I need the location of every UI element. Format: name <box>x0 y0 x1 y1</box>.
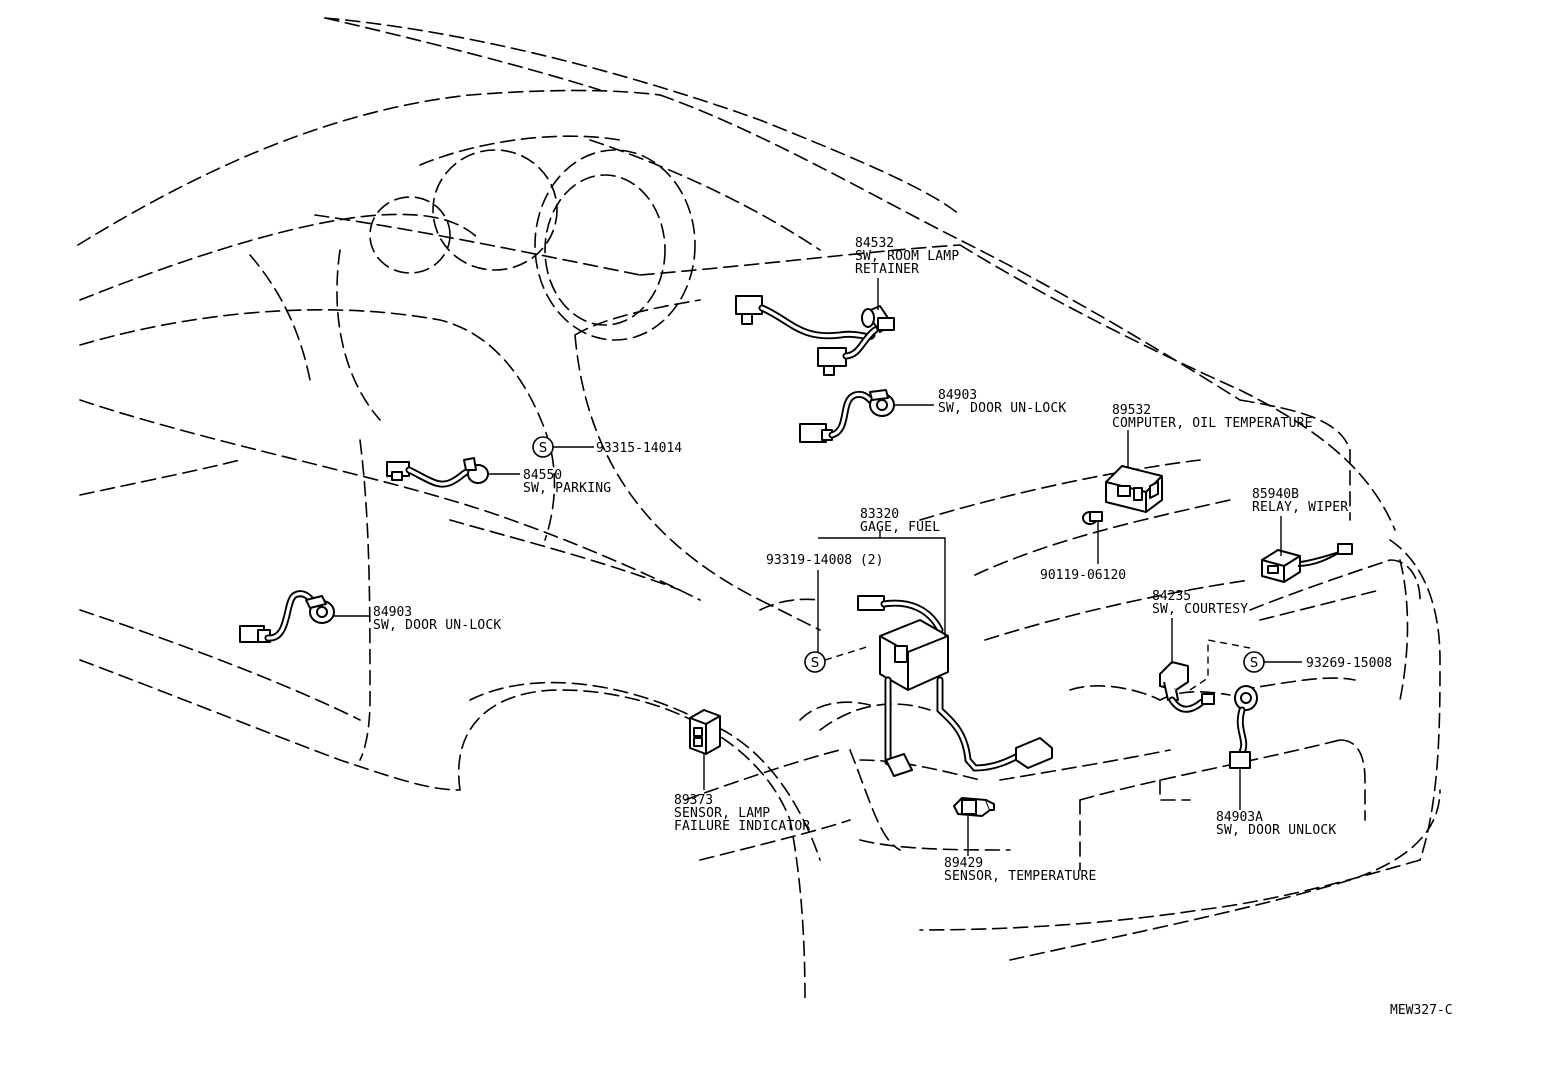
diagram-code: MEW327-C <box>1390 1003 1453 1018</box>
svg-text:SW, ROOM LAMP: SW, ROOM LAMP <box>855 249 959 264</box>
oil-temp-computer-part <box>1105 465 1163 513</box>
svg-text:SENSOR, TEMPERATURE: SENSOR, TEMPERATURE <box>944 869 1097 884</box>
svg-text:83320: 83320 <box>860 507 899 522</box>
courtesy-switch-part <box>1159 661 1215 713</box>
svg-text:GAGE, FUEL: GAGE, FUEL <box>860 520 940 535</box>
s-mark-93319: S <box>804 651 826 673</box>
label-89373: 89373 SENSOR, LAMP FAILURE INDICATOR <box>674 793 810 834</box>
label-89429: 89429 SENSOR, TEMPERATURE <box>944 856 1097 884</box>
wiper-relay-part <box>1261 543 1353 583</box>
label-84903-upper: 84903 SW, DOOR UN-LOCK <box>938 388 1066 416</box>
temperature-sensor-part <box>953 797 995 817</box>
label-85940b: 85940B RELAY, WIPER <box>1252 487 1348 515</box>
svg-text:85940B: 85940B <box>1252 487 1299 502</box>
svg-text:93319-14008 (2): 93319-14008 (2) <box>766 553 883 568</box>
car-body-outline <box>77 17 1441 1001</box>
label-90119-06120: 90119-06120 <box>1040 568 1126 583</box>
svg-text:S: S <box>1250 656 1258 671</box>
label-84235: 84235 SW, COURTESY <box>1152 589 1248 617</box>
svg-text:84903A: 84903A <box>1216 810 1263 825</box>
door-unlock-switch-upper-part <box>799 389 895 443</box>
svg-text:89373: 89373 <box>674 793 713 808</box>
label-83320: 83320 GAGE, FUEL <box>860 507 940 535</box>
svg-text:SW, COURTESY: SW, COURTESY <box>1152 602 1248 617</box>
label-84532: 84532 SW, ROOM LAMP RETAINER <box>855 236 959 277</box>
svg-text:84903: 84903 <box>938 388 977 403</box>
label-93315-14014: 93315-14014 <box>596 441 682 456</box>
label-84903-left: 84903 SW, DOOR UN-LOCK <box>373 605 501 633</box>
label-93319-14008: 93319-14008 (2) <box>766 553 883 568</box>
svg-text:SW, DOOR UN-LOCK: SW, DOOR UN-LOCK <box>938 401 1066 416</box>
svg-text:93269-15008: 93269-15008 <box>1306 656 1392 671</box>
leader-lines <box>334 278 1302 856</box>
svg-text:FAILURE INDICATOR: FAILURE INDICATOR <box>674 819 810 834</box>
bolt-part <box>1082 511 1103 525</box>
svg-text:89429: 89429 <box>944 856 983 871</box>
svg-text:COMPUTER, OIL TEMPERATURE: COMPUTER, OIL TEMPERATURE <box>1112 416 1313 431</box>
room-lamp-switch-part <box>735 295 895 376</box>
fuel-gage-part <box>857 595 1053 777</box>
svg-text:RETAINER: RETAINER <box>855 262 919 277</box>
door-unlock-switch-rear-part <box>1229 685 1258 769</box>
lamp-failure-sensor-part <box>689 709 721 755</box>
svg-text:84903: 84903 <box>373 605 412 620</box>
svg-text:84235: 84235 <box>1152 589 1191 604</box>
svg-text:S: S <box>811 656 819 671</box>
label-84550: 84550 SW, PARKING <box>523 468 611 496</box>
s-mark-93315: S <box>532 436 554 458</box>
svg-text:93315-14014: 93315-14014 <box>596 441 682 456</box>
label-93269-15008: 93269-15008 <box>1306 656 1392 671</box>
parking-switch-part <box>386 457 489 488</box>
svg-text:SENSOR, LAMP: SENSOR, LAMP <box>674 806 770 821</box>
s-mark-93269: S <box>1243 651 1265 673</box>
svg-text:90119-06120: 90119-06120 <box>1040 568 1126 583</box>
svg-text:SW, DOOR UNLOCK: SW, DOOR UNLOCK <box>1216 823 1336 838</box>
svg-text:84532: 84532 <box>855 236 894 251</box>
svg-text:89532: 89532 <box>1112 403 1151 418</box>
label-89532: 89532 COMPUTER, OIL TEMPERATURE <box>1112 403 1313 431</box>
svg-text:SW, PARKING: SW, PARKING <box>523 481 611 496</box>
svg-text:SW, DOOR UN-LOCK: SW, DOOR UN-LOCK <box>373 618 501 633</box>
label-84903a: 84903A SW, DOOR UNLOCK <box>1216 810 1336 838</box>
svg-text:RELAY, WIPER: RELAY, WIPER <box>1252 500 1348 515</box>
svg-text:S: S <box>539 441 547 456</box>
door-unlock-switch-left-part <box>239 590 335 643</box>
svg-text:84550: 84550 <box>523 468 562 483</box>
